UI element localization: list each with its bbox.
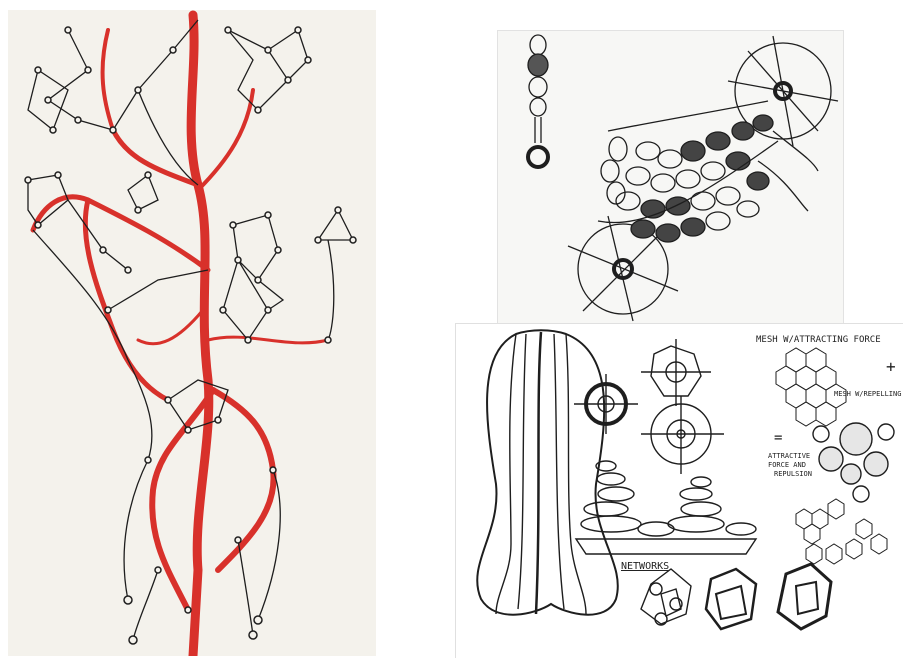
mesh-networks-sketch-sheet: MESH W/ATTRACTING FORCE + MESH W/REPELLI… [455, 323, 903, 658]
label-equals: = [774, 430, 782, 446]
label-attractive-1: ATTRACTIVE [768, 452, 810, 460]
web-circle-1 [574, 374, 638, 434]
combined-mesh [796, 499, 887, 564]
network-polygons [641, 564, 831, 629]
web-circle-2 [641, 339, 711, 406]
label-plus: + [886, 357, 896, 376]
label-networks: NETWORKS [621, 561, 669, 572]
vase-form [477, 330, 618, 614]
stone-stacks [576, 461, 756, 554]
cell-chain [528, 35, 548, 167]
hex-mesh-top [776, 348, 846, 426]
label-mesh-repelling: MESH W/REPELLING [834, 390, 901, 398]
red-branches [33, 15, 328, 656]
flow-lines [598, 101, 818, 223]
label-mesh-attracting: MESH W/ATTRACTING FORCE [756, 335, 881, 345]
red-network-drawing [8, 10, 376, 656]
label-attractive-3: REPULSION [774, 470, 812, 478]
repelling-mesh [813, 423, 894, 502]
attractor-mesh-sketch [497, 30, 844, 327]
label-attractive-2: FORCE AND [768, 461, 806, 469]
mesh-cells [601, 115, 773, 242]
web-circle-3 [641, 396, 724, 474]
